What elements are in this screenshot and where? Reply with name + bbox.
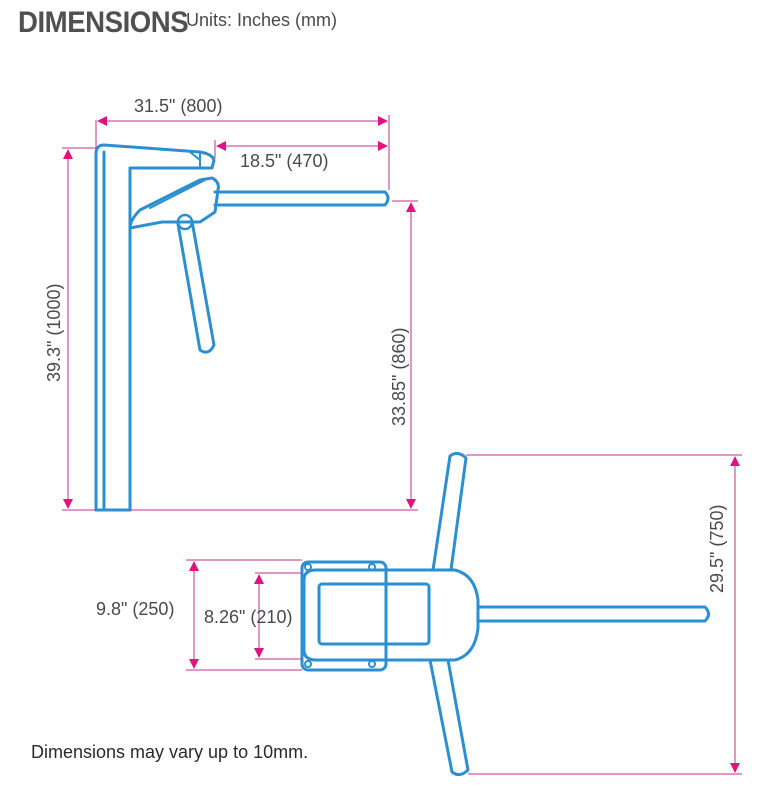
- label-arm-height: 33.85" (860): [389, 328, 409, 426]
- units-label: Units: Inches (mm): [186, 10, 338, 30]
- label-overall-height: 39.3" (1000): [44, 284, 64, 382]
- rotor-head: [128, 176, 220, 230]
- cabinet-body: [302, 568, 480, 662]
- label-arm-span: 29.5" (750): [707, 505, 727, 593]
- side-view-turnstile: [94, 143, 390, 512]
- dimension-lines: [62, 115, 742, 775]
- top-view-turnstile: [300, 451, 710, 777]
- label-arm-length: 18.5" (470): [240, 151, 328, 171]
- lower-arm: [428, 658, 470, 777]
- label-base-width: 9.8" (250): [96, 599, 174, 619]
- label-base-inner-width: 8.26" (210): [204, 607, 292, 627]
- right-arm: [476, 605, 710, 623]
- tolerance-note: Dimensions may vary up to 10mm.: [31, 742, 309, 762]
- angled-arm: [176, 219, 216, 354]
- base-plate: [300, 560, 388, 672]
- label-overall-width: 31.5" (800): [134, 96, 222, 116]
- cabinet-lid: [317, 582, 431, 646]
- horizontal-arm: [213, 190, 390, 207]
- header: DIMENSIONS: [18, 6, 203, 46]
- upper-arm: [431, 451, 468, 572]
- page-title: DIMENSIONS: [18, 6, 189, 39]
